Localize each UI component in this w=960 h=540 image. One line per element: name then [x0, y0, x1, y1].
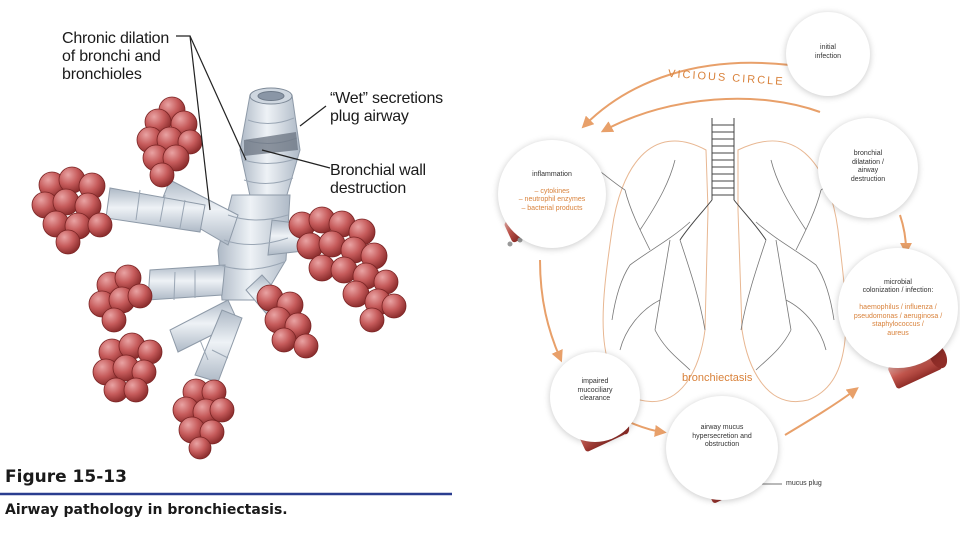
node-mucus-text: airway mucus hypersecretion and obstruct…	[692, 424, 752, 448]
secretion-plug	[244, 132, 298, 156]
airway-illustration	[31, 35, 407, 460]
node-dilatation-text: bronchial dilatation / airway destructio…	[850, 150, 886, 183]
mucus-plug-label: mucus plug	[786, 480, 822, 487]
node-impaired-clearance: impaired mucociliary clearance	[550, 352, 640, 442]
figure-caption: Airway pathology in bronchiectasis.	[5, 502, 288, 518]
node-inflammation-text: inflammation – cytokines – neutrophil en…	[518, 170, 586, 212]
node-microbial-text: microbial colonization / infection: haem…	[853, 278, 943, 337]
leader-lines	[176, 35, 331, 211]
node-microbial-colonization: microbial colonization / infection: haem…	[838, 248, 958, 368]
label-wet-secretions: “Wet” secretions plug airway	[330, 90, 443, 125]
figure-number: Figure 15-13	[5, 467, 127, 487]
node-mucus-hypersecretion: airway mucus hypersecretion and obstruct…	[666, 396, 778, 500]
label-bronchial-wall: Bronchial wall destruction	[330, 162, 426, 197]
trachea	[679, 118, 767, 241]
node-bronchial-dilatation: bronchial dilatation / airway destructio…	[818, 118, 918, 218]
alveolar-clusters	[31, 96, 407, 460]
bronchial-tree	[589, 159, 857, 371]
vicious-circle-diagram	[539, 61, 912, 485]
lungs-drawing	[602, 140, 847, 402]
cycle-arrows	[539, 61, 912, 437]
node-inflammation: inflammation – cytokines – neutrophil en…	[498, 140, 606, 248]
center-label: bronchiectasis	[682, 372, 753, 384]
node-initial-text: initial infection	[814, 44, 842, 60]
node-impaired-text: impaired mucociliary clearance	[577, 378, 613, 402]
label-chronic-dilation: Chronic dilation of bronchi and bronchio…	[62, 30, 170, 83]
node-initial-infection: initial infection	[786, 12, 870, 96]
